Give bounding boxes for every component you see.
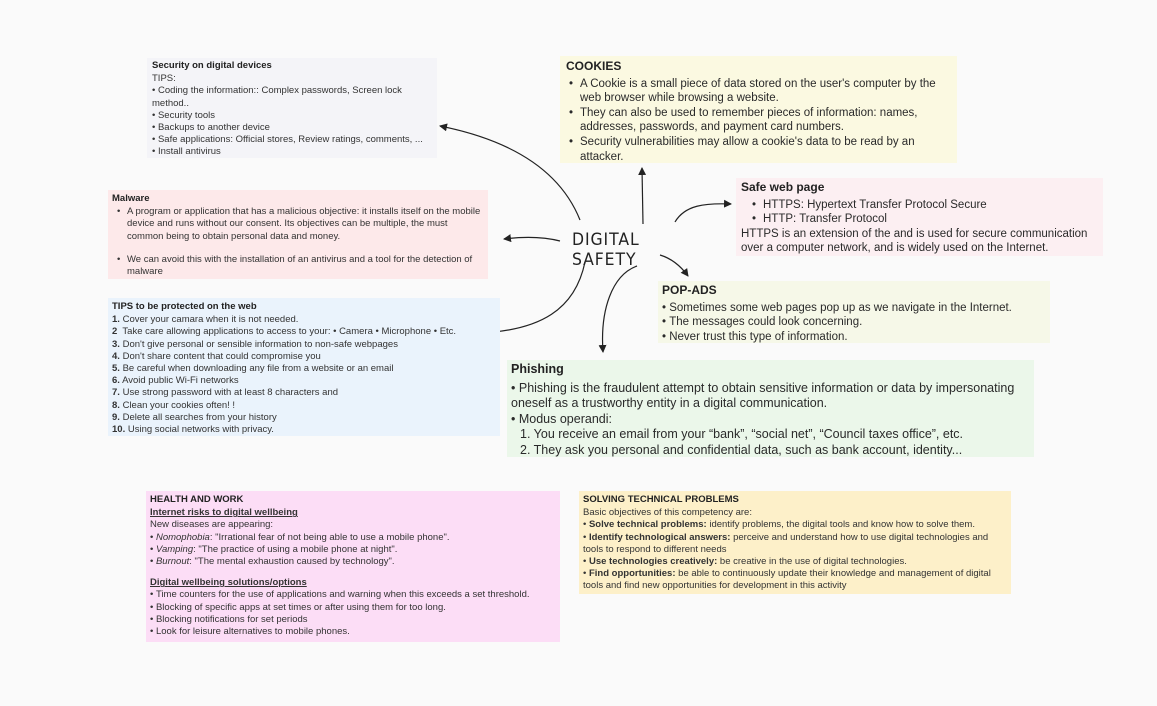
malware-item: A program or application that has a mali… <box>117 206 484 243</box>
tip-item: 8. Clean your cookies often! ! <box>112 399 236 411</box>
tip-item: 1. Cover your camara when it is not need… <box>112 314 299 326</box>
tip-item: 7. Use strong password with at least 8 c… <box>112 387 339 399</box>
tip-item: 3. Don't give personal or sensible infor… <box>112 338 398 350</box>
health-solution: Look for leisure alternatives to mobile … <box>150 626 556 638</box>
health-solution: Blocking of specific apps at set times o… <box>150 602 556 614</box>
solving-item: Solve technical problems: identify probl… <box>583 519 1007 531</box>
safe-web-item: HTTPS: Hypertext Transfer Protocol Secur… <box>752 198 1098 213</box>
security-item: Backups to another device <box>152 122 432 134</box>
solving-title: SOLVING TECHNICAL PROBLEMS <box>583 494 739 505</box>
health-risk: Burnout: "The mental exhaustion caused b… <box>150 556 556 568</box>
arrow-to-security <box>439 123 581 221</box>
tip-item: 6. Avoid public Wi-Fi networks <box>112 375 239 387</box>
malware-item: We can avoid this with the installation … <box>117 254 484 278</box>
health-risk: Vamping: "The practice of using a mobile… <box>150 544 556 556</box>
cookies-note: COOKIES A Cookie is a small piece of dat… <box>560 56 957 163</box>
health-solutions-title: Digital wellbeing solutions/options <box>150 577 307 589</box>
tips-note: TIPS to be protected on the web 1. Cover… <box>108 298 500 436</box>
tips-title: TIPS to be protected on the web <box>112 301 257 312</box>
health-risks-title: Internet risks to digital wellbeing <box>150 507 298 519</box>
security-item: Safe applications: Official stores, Revi… <box>152 134 432 146</box>
cookies-item: A Cookie is a small piece of data stored… <box>569 77 951 106</box>
solving-item: Find opportunities: be able to continuou… <box>583 568 1007 592</box>
tip-item: 2 Take care allowing applications to acc… <box>112 326 457 338</box>
security-item: Security tools <box>152 110 432 122</box>
phishing-intro: Phishing is the fraudulent attempt to ob… <box>511 381 1030 412</box>
health-solution: Blocking notifications for set periods <box>150 614 556 626</box>
tip-item: 4. Don't share content that could compro… <box>112 350 321 362</box>
pop-ads-note: POP-ADS Sometimes some web pages pop up … <box>658 281 1050 343</box>
malware-note: Malware A program or application that ha… <box>108 190 488 279</box>
health-risk: Nomophobia: "Irrational fear of not bein… <box>150 532 556 544</box>
health-risks-intro: New diseases are appearing: <box>150 519 274 531</box>
safe-web-title: Safe web page <box>741 180 825 194</box>
solving-item: Use technologies creatively: be creative… <box>583 556 1007 568</box>
tip-item: 5. Be careful when downloading any file … <box>112 363 394 375</box>
solving-intro: Basic objectives of this competency are: <box>583 507 752 519</box>
pop-ads-item: The messages could look concerning. <box>662 315 1046 330</box>
phishing-step: 1. You receive an email from your “bank”… <box>520 427 964 441</box>
security-item: Install antivirus <box>152 146 432 158</box>
pop-ads-item: Sometimes some web pages pop up as we na… <box>662 301 1046 316</box>
security-note: Security on digital devices TIPS: Coding… <box>147 58 437 158</box>
solving-note: SOLVING TECHNICAL PROBLEMS Basic objecti… <box>579 491 1011 594</box>
health-title: HEALTH AND WORK <box>150 494 244 505</box>
pop-ads-item: Never trust this type of information. <box>662 330 1046 345</box>
cookies-item: They can also be used to remember pieces… <box>569 106 951 135</box>
phishing-note: Phishing Phishing is the fraudulent atte… <box>507 360 1034 457</box>
security-title: Security on digital devices <box>152 60 272 71</box>
arrow-to-cookies <box>638 167 647 225</box>
phishing-title: Phishing <box>511 362 564 376</box>
security-item: method.. <box>152 97 189 109</box>
safe-web-note: Safe web page HTTPS: Hypertext Transfer … <box>736 178 1103 256</box>
safe-web-text: HTTPS is an extension of the and is used… <box>741 227 1088 255</box>
tip-item: 9. Delete all searches from your history <box>112 411 277 423</box>
center-title: DIGITAL SAFETY <box>572 230 640 270</box>
safe-web-item: HTTP: Transfer Protocol <box>752 212 1098 227</box>
solving-item: Identify technological answers: perceive… <box>583 532 1007 556</box>
phishing-modus: Modus operandi: <box>511 412 1030 428</box>
phishing-step: 2. They ask you personal and confidentia… <box>520 442 963 457</box>
cookies-title: COOKIES <box>566 59 622 73</box>
tip-item: 10. Using social networks with privacy. <box>112 424 274 436</box>
arrow-to-popads <box>659 254 689 277</box>
security-item: Coding the information:: Complex passwor… <box>152 85 432 97</box>
health-solution: Time counters for the use of application… <box>150 589 556 601</box>
arrow-to-malware <box>503 234 561 243</box>
health-note: HEALTH AND WORK Internet risks to digita… <box>146 491 560 642</box>
pop-ads-title: POP-ADS <box>662 283 717 297</box>
arrow-to-phishing <box>598 265 638 353</box>
arrow-to-tips <box>480 261 586 337</box>
security-subtitle: TIPS: <box>152 73 176 85</box>
malware-title: Malware <box>112 193 150 204</box>
cookies-item: Security vulnerabilities may allow a coo… <box>569 135 951 164</box>
arrow-to-safeweb <box>674 199 732 223</box>
